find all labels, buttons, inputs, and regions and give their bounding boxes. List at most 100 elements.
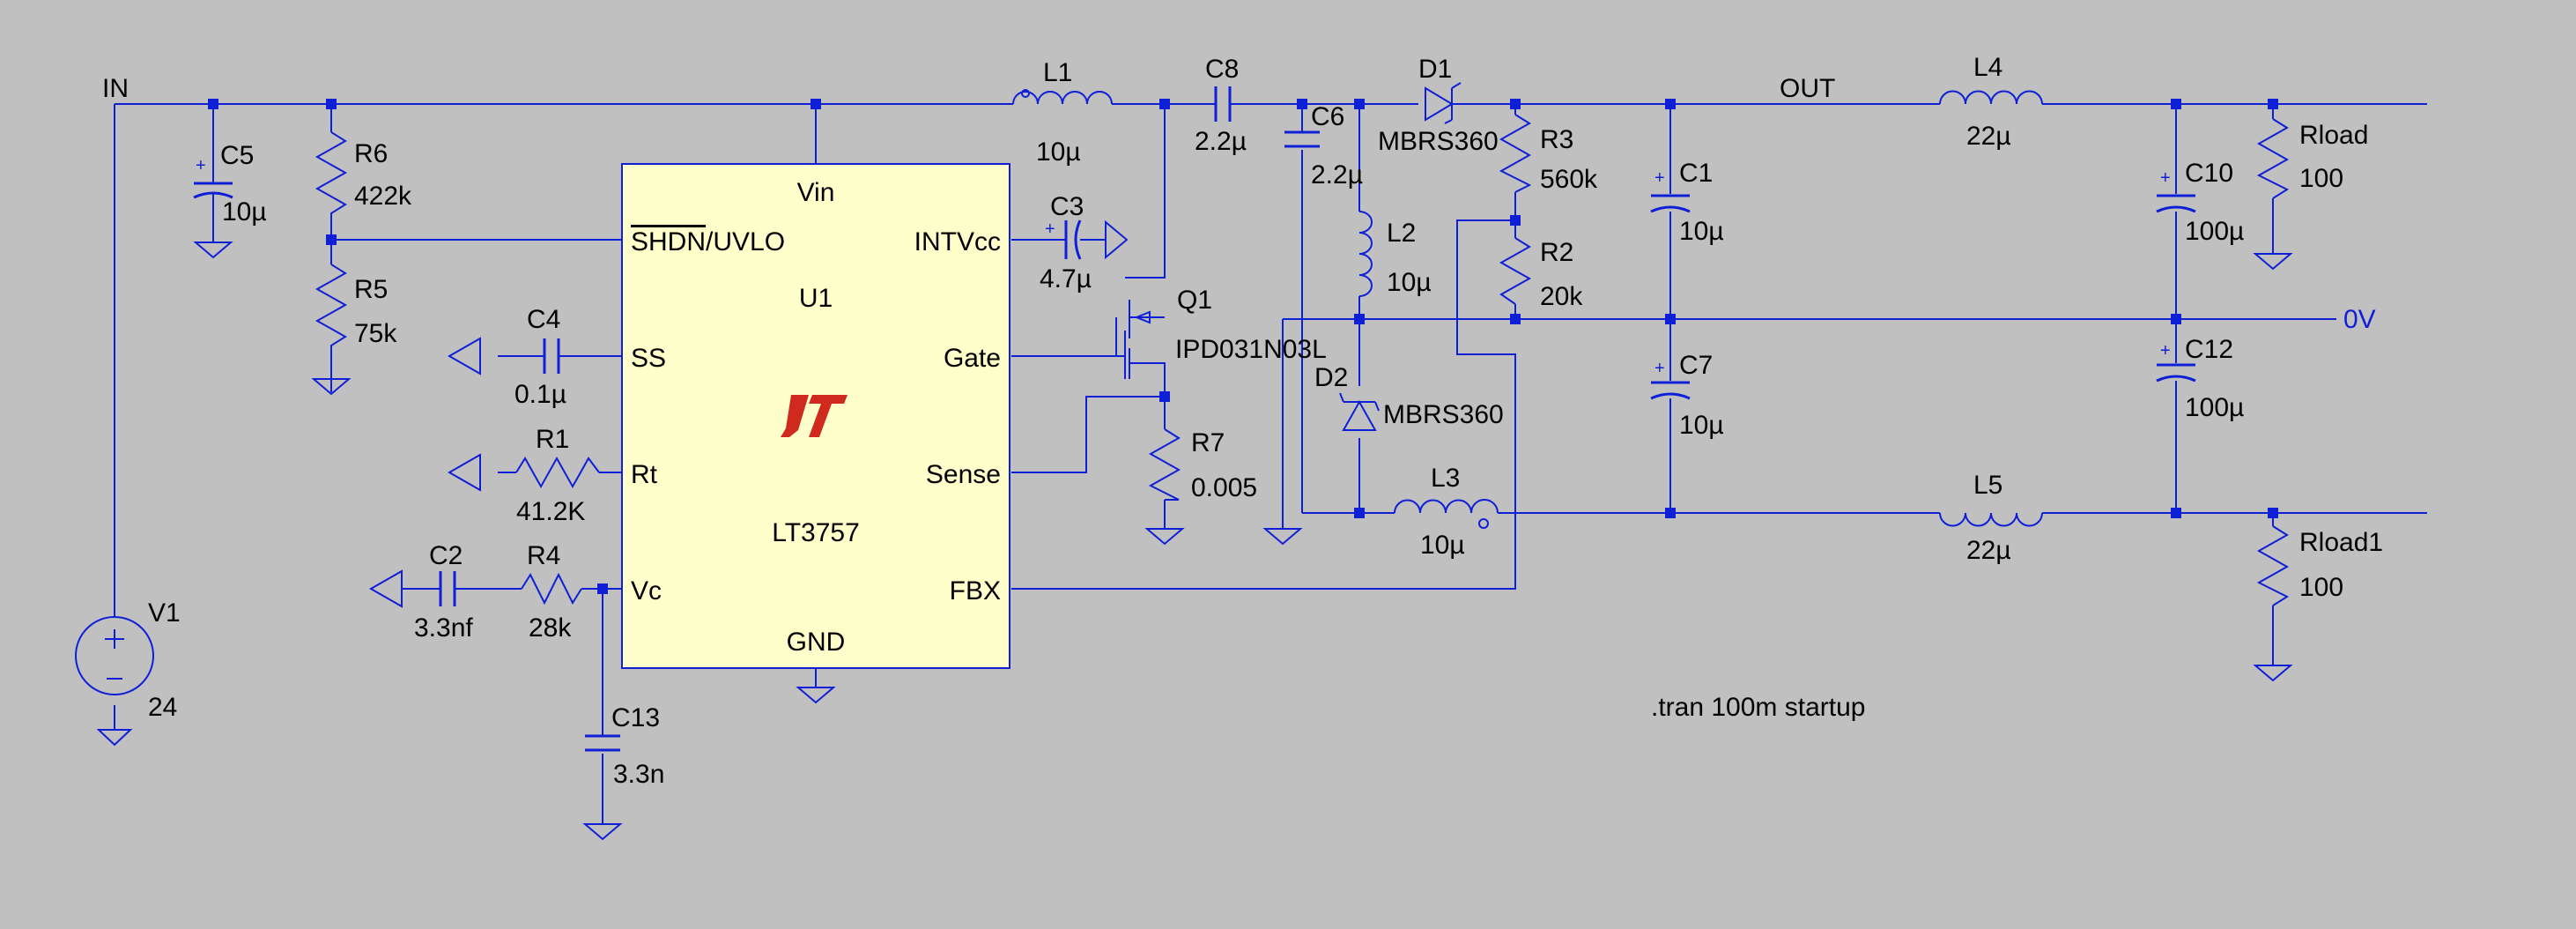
pin-ss: SS [631, 344, 666, 373]
c4-value: 0.1µ [514, 380, 566, 409]
v1-ref: V1 [148, 598, 181, 628]
c8-capacitor[interactable]: C8 2.2µ [1195, 55, 1257, 156]
q1-value: IPD031N03L [1175, 335, 1327, 364]
svg-text:+: + [196, 156, 206, 175]
ground-icon [2253, 253, 2293, 271]
l5-value: 22µ [1966, 536, 2011, 565]
svg-text:+: + [1654, 168, 1665, 188]
svg-text:+: + [1654, 359, 1665, 378]
ground-icon [447, 337, 481, 375]
c2-capacitor[interactable]: C2 3.3nf [414, 541, 473, 643]
r5-ref: R5 [354, 275, 388, 304]
pin-shdn-uvlo: SHDN/UVLO [631, 227, 785, 256]
r2-resistor[interactable]: R2 20k [1499, 237, 1583, 311]
d1-value: MBRS360 [1378, 127, 1499, 156]
c7-value: 10µ [1679, 411, 1724, 440]
q1-mosfet[interactable]: Q1 IPD031N03L [1115, 277, 1327, 397]
grounds [96, 219, 2293, 841]
l5-inductor[interactable]: L5 22µ [1939, 471, 2043, 565]
l3-value: 10µ [1420, 531, 1465, 560]
v1-value: 24 [148, 693, 177, 722]
rload1-value: 100 [2299, 573, 2343, 602]
c5-value: 10µ [222, 197, 267, 227]
r1-resistor[interactable]: R1 41.2K [515, 425, 600, 526]
ground-icon [1262, 528, 1303, 546]
wires [114, 103, 2427, 824]
r6-ref: R6 [354, 139, 388, 168]
r3-ref: R3 [1540, 125, 1573, 154]
l4-inductor[interactable]: L4 22µ [1939, 53, 2043, 151]
c13-value: 3.3n [613, 760, 664, 789]
c10-value: 100µ [2185, 217, 2244, 246]
r3-value: 560k [1540, 165, 1598, 194]
c2-value: 3.3nf [414, 613, 473, 643]
l2-inductor[interactable]: L2 10µ [1358, 211, 1432, 297]
l1-value: 10µ [1036, 137, 1081, 167]
svg-text:+: + [2160, 168, 2171, 188]
r7-resistor[interactable]: R7 0.005 [1148, 428, 1257, 502]
r4-resistor[interactable]: R4 28k [521, 541, 582, 643]
pin-gnd: GND [787, 628, 846, 657]
r5-value: 75k [354, 319, 397, 348]
pin-gate: Gate [944, 344, 1001, 373]
lt-logo-icon [781, 395, 848, 437]
r1-ref: R1 [536, 425, 569, 454]
c8-ref: C8 [1205, 55, 1239, 84]
r4-ref: R4 [527, 541, 560, 570]
pin-shdn: SHDN [631, 227, 706, 256]
l3-inductor[interactable]: L3 10µ [1394, 464, 1499, 560]
c7-ref: C7 [1679, 351, 1713, 380]
c1-value: 10µ [1679, 217, 1724, 246]
r4-value: 28k [529, 613, 572, 643]
d1-diode[interactable]: D1 MBRS360 [1378, 55, 1499, 156]
pin-intvcc: INTVcc [914, 227, 1001, 256]
net-0v-label: 0V [2343, 305, 2376, 334]
pin-fbx: FBX [950, 576, 1001, 606]
c4-capacitor[interactable]: C4 0.1µ [514, 305, 566, 409]
c3-ref: C3 [1050, 192, 1084, 221]
c1-capacitor[interactable]: + C1 10µ [1650, 159, 1724, 246]
rload-value: 100 [2299, 164, 2343, 193]
u1-ic[interactable]: Vin SHDN/UVLO INTVcc U1 SS Gate Rt Sense… [621, 163, 1010, 669]
v1-source[interactable]: V1 24 [75, 598, 181, 722]
l3-ref: L3 [1431, 464, 1460, 493]
net-out-label: OUT [1780, 74, 1835, 103]
spice-directive[interactable]: .tran 100m startup [1651, 693, 1865, 722]
l5-ref: L5 [1973, 471, 2002, 500]
ground-icon [311, 378, 352, 396]
svg-text:+: + [1045, 219, 1055, 239]
c5-capacitor[interactable]: + C5 10µ [193, 104, 267, 242]
d2-value: MBRS360 [1383, 400, 1504, 429]
c6-capacitor[interactable]: C6 2.2µ [1284, 102, 1363, 190]
c6-ref: C6 [1311, 102, 1344, 131]
c13-capacitor[interactable]: C13 3.3n [585, 703, 664, 789]
c7-capacitor[interactable]: + C7 10µ [1650, 351, 1724, 440]
rload1-resistor[interactable]: Rload1 100 [2256, 525, 2383, 606]
rload-ref: Rload [2299, 121, 2368, 150]
pin-vin: Vin [797, 178, 835, 207]
r3-resistor[interactable]: R3 560k [1499, 114, 1598, 194]
l2-value: 10µ [1387, 268, 1432, 297]
c3-value: 4.7µ [1040, 264, 1092, 294]
r5-resistor[interactable]: R5 75k [315, 264, 397, 351]
ground-icon [96, 729, 133, 747]
ground-icon [447, 453, 481, 492]
c12-value: 100µ [2185, 393, 2244, 422]
rload-resistor[interactable]: Rload 100 [2256, 118, 2368, 199]
rload1-ref: Rload1 [2299, 528, 2383, 557]
c12-capacitor[interactable]: + C12 100µ [2156, 335, 2244, 422]
l1-ref: L1 [1043, 58, 1072, 87]
l1-inductor[interactable]: L1 10µ [1012, 58, 1113, 167]
c3-capacitor[interactable]: + C3 4.7µ [1040, 192, 1092, 294]
d2-diode[interactable]: D2 MBRS360 [1314, 363, 1504, 431]
c10-ref: C10 [2185, 159, 2233, 188]
junctions [208, 99, 2278, 594]
pin-vc: Vc [631, 576, 662, 606]
q1-ref: Q1 [1177, 286, 1212, 315]
r1-value: 41.2K [516, 497, 585, 526]
d1-ref: D1 [1418, 55, 1452, 84]
r6-resistor[interactable]: R6 422k [315, 131, 412, 219]
ground-icon [368, 569, 403, 608]
c10-capacitor[interactable]: + C10 100µ [2156, 159, 2244, 246]
r7-value: 0.005 [1191, 473, 1257, 502]
